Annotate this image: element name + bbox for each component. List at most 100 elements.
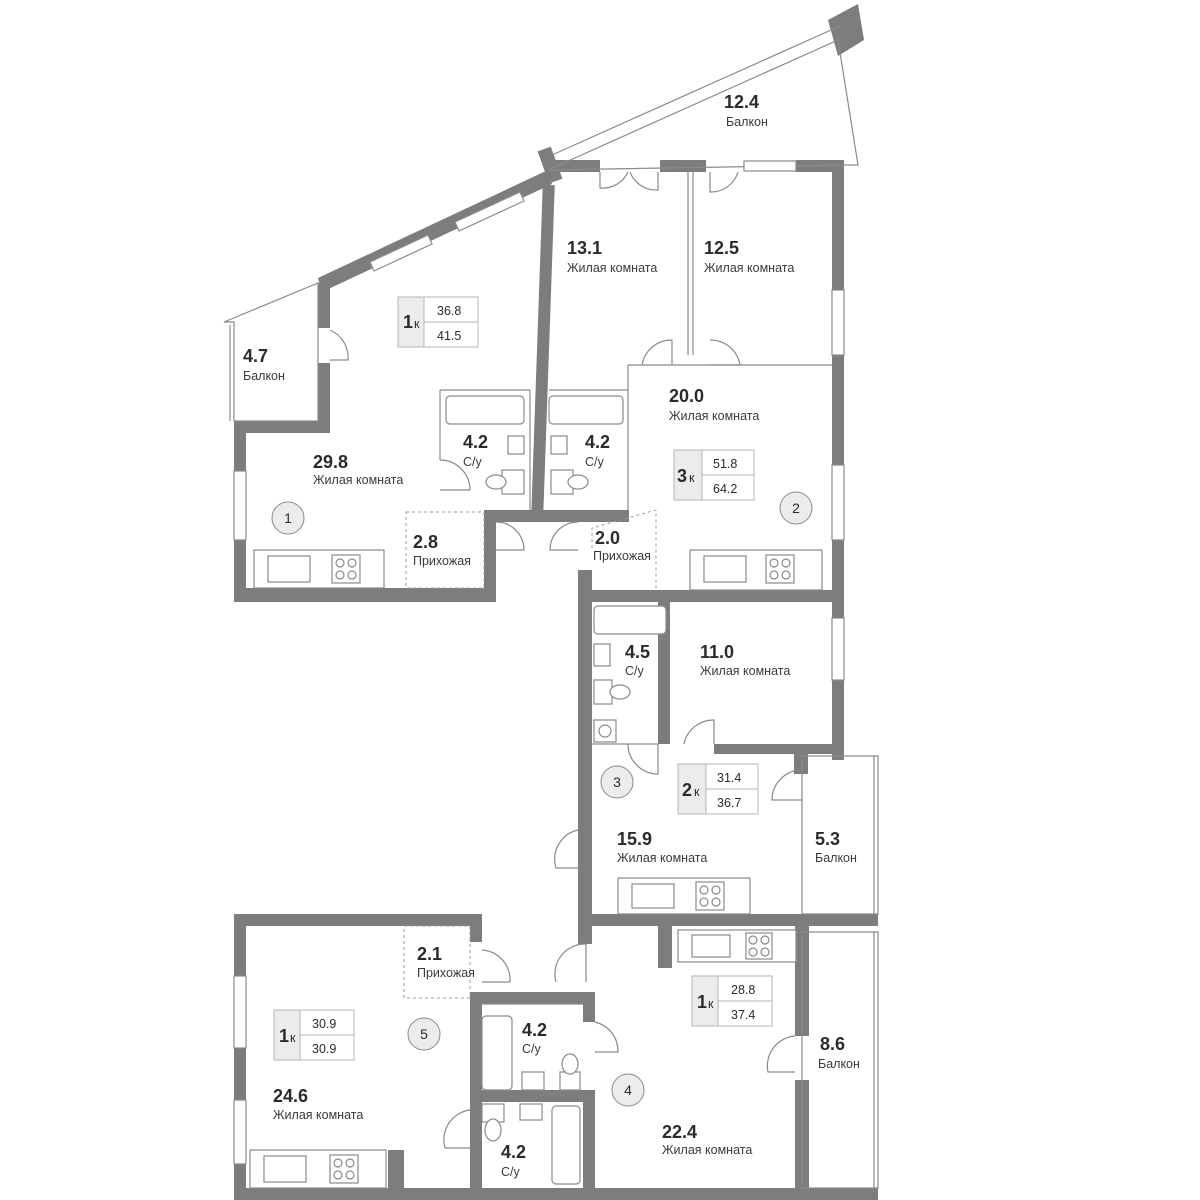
room-label: Балкон xyxy=(243,369,285,383)
room-living-12-5: 12.5 Жилая комната xyxy=(704,238,794,275)
balcony-outlines xyxy=(223,25,879,1189)
wall-segment xyxy=(794,744,808,774)
apartment-markers: 1 2 3 4 5 xyxy=(271,491,813,1107)
balcony-rail xyxy=(551,25,841,156)
apartment-marker-5[interactable]: 5 xyxy=(407,1017,441,1051)
wall-segment xyxy=(578,914,878,926)
wall-segment xyxy=(578,590,656,602)
room-living-29-8: 29.8 Жилая комната xyxy=(313,452,403,487)
room-label: С/у xyxy=(585,455,605,469)
kitchen-counter xyxy=(677,929,797,963)
window xyxy=(369,234,433,272)
door-swing xyxy=(439,459,471,491)
bathtub xyxy=(548,395,624,425)
wall-segment xyxy=(714,744,844,754)
apartment-living-area: 31.4 xyxy=(717,771,741,785)
wall-segment xyxy=(234,1048,246,1100)
apartment-tag-3[interactable]: 2 к 31.4 36.7 xyxy=(677,763,759,815)
sink xyxy=(519,1103,543,1121)
room-area: 13.1 xyxy=(567,238,602,258)
apartment-living-area: 30.9 xyxy=(312,1017,336,1031)
apartment-total-area: 41.5 xyxy=(437,329,461,343)
room-area: 22.4 xyxy=(662,1122,697,1142)
room-label: Жилая комната xyxy=(567,261,657,275)
toilet-bowl xyxy=(567,474,589,490)
bathroom-fixtures xyxy=(445,395,667,1185)
apartment-tag-2[interactable]: 3 к 51.8 64.2 xyxy=(673,449,755,501)
wall-segment xyxy=(583,992,595,1022)
apartment-number: 4 xyxy=(624,1082,632,1098)
wall-segment xyxy=(234,540,246,602)
room-area: 4.2 xyxy=(463,432,488,452)
wall-segment xyxy=(318,283,330,328)
door-swing xyxy=(709,339,741,366)
apartment-living-area: 51.8 xyxy=(713,457,737,471)
apartment-marker-4[interactable]: 4 xyxy=(611,1073,645,1107)
wall-segment xyxy=(234,421,330,433)
room-area: 2.0 xyxy=(595,528,620,548)
wall-segment xyxy=(832,355,844,465)
door-swing xyxy=(629,171,659,191)
apartment-rooms-count: 1 xyxy=(403,312,413,332)
balcony-5-3-outline xyxy=(801,755,879,915)
room-hall-2-1: 2.1 Прихожая xyxy=(417,944,475,980)
door-swing xyxy=(329,329,349,361)
hallway-outlines xyxy=(403,509,657,999)
room-label: Жилая комната xyxy=(662,1143,752,1157)
apartment-rooms-count: 3 xyxy=(677,466,687,486)
apartment-tag-5[interactable]: 1 к 30.9 30.9 xyxy=(273,1009,355,1061)
room-bath-4-2-b: 4.2 С/у xyxy=(585,432,610,469)
apartment-marker-1[interactable]: 1 xyxy=(271,501,305,535)
apartment-rooms-suffix: к xyxy=(694,785,700,799)
balcony-8-6-outline xyxy=(801,931,879,1189)
room-labels: 12.4 Балкон 13.1 Жилая комната 12.5 Жила… xyxy=(243,92,860,1179)
door-swing xyxy=(481,949,511,983)
room-area: 2.8 xyxy=(413,532,438,552)
door-swing xyxy=(599,171,629,189)
room-bath-4-2-c: 4.2 С/у xyxy=(522,1020,547,1056)
apartment-total-area: 37.4 xyxy=(731,1008,755,1022)
washer-drum xyxy=(598,724,612,738)
apartment-tag-1[interactable]: 1 к 36.8 41.5 xyxy=(397,296,479,348)
apartment-rooms-count: 1 xyxy=(697,992,707,1012)
window xyxy=(233,1099,247,1165)
bathtub xyxy=(593,605,667,635)
room-label: Жилая комната xyxy=(700,664,790,678)
door-swing xyxy=(495,521,525,551)
window xyxy=(743,160,797,172)
room-area: 15.9 xyxy=(617,829,652,849)
window xyxy=(233,975,247,1049)
room-bath-4-5: 4.5 С/у xyxy=(625,642,650,678)
sink xyxy=(550,435,568,455)
toilet xyxy=(559,1071,581,1091)
room-living-15-9: 15.9 Жилая комната xyxy=(617,829,707,865)
apartment-tag-4[interactable]: 1 к 28.8 37.4 xyxy=(691,975,773,1027)
wall-segment xyxy=(832,680,844,760)
room-area: 11.0 xyxy=(700,642,734,662)
bathtub xyxy=(445,395,525,425)
balcony-top-outline xyxy=(547,39,859,171)
apartment-rooms-count: 1 xyxy=(279,1026,289,1046)
room-label: Жилая комната xyxy=(617,851,707,865)
room-label: Балкон xyxy=(818,1057,860,1071)
room-living-13-1: 13.1 Жилая комната xyxy=(567,238,657,275)
wall-segment xyxy=(234,588,496,602)
apartment-number: 1 xyxy=(284,510,292,526)
apartment-rooms-count: 2 xyxy=(682,780,692,800)
wall-segment xyxy=(318,363,330,433)
toilet xyxy=(593,679,613,705)
window xyxy=(233,470,247,541)
room-label: Жилая комната xyxy=(273,1108,363,1122)
apartment-rooms-suffix: к xyxy=(414,317,420,331)
apartment-marker-3[interactable]: 3 xyxy=(600,765,634,799)
wall-segment xyxy=(658,926,672,968)
room-area: 4.7 xyxy=(243,346,268,366)
bathtub xyxy=(551,1105,581,1185)
room-balcony-5-3: 5.3 Балкон xyxy=(815,829,857,865)
apartment-marker-2[interactable]: 2 xyxy=(779,491,813,525)
wall-segment xyxy=(578,926,592,944)
room-label: С/у xyxy=(463,455,483,469)
room-area: 12.5 xyxy=(704,238,739,258)
apartment-rooms-suffix: к xyxy=(689,471,695,485)
wall-segment xyxy=(658,602,670,744)
